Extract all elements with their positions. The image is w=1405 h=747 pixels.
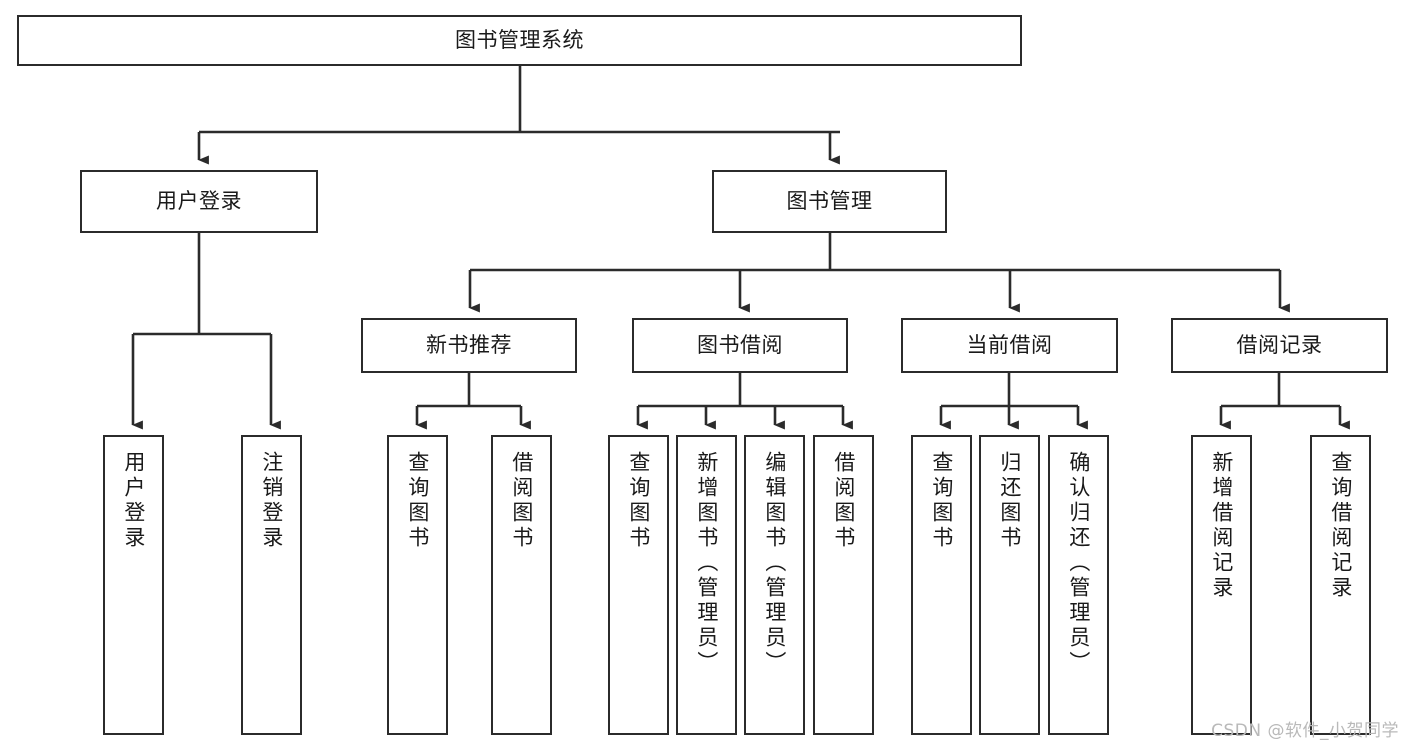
csdn-watermark: CSDN @软件_小贺同学	[1211, 721, 1399, 741]
leaf-label: 注销登录	[259, 451, 284, 551]
node-book-management[interactable]: 图书管理	[712, 170, 947, 233]
leaf-label: 新增借阅记录	[1209, 451, 1234, 601]
leaf-label: 查询图书	[626, 451, 651, 551]
node-current-borrow[interactable]: 当前借阅	[901, 318, 1118, 373]
leaf-label: 用户登录	[121, 451, 146, 551]
leaf-book-borrow-borrow[interactable]: 借阅图书	[813, 435, 874, 735]
leaf-label: 确认归还（管理员）	[1066, 451, 1091, 676]
leaf-book-borrow-edit[interactable]: 编辑图书（管理员）	[744, 435, 805, 735]
node-root-label: 图书管理系统	[455, 27, 584, 52]
leaf-new-book-query[interactable]: 查询图书	[387, 435, 448, 735]
leaf-book-borrow-query[interactable]: 查询图书	[608, 435, 669, 735]
leaf-borrow-record-query[interactable]: 查询借阅记录	[1310, 435, 1371, 735]
leaf-label: 查询图书	[405, 451, 430, 551]
node-borrow-record-label: 借阅记录	[1236, 332, 1323, 357]
node-root[interactable]: 图书管理系统	[17, 15, 1022, 66]
leaf-user-login-logout[interactable]: 注销登录	[241, 435, 302, 735]
leaf-label: 查询借阅记录	[1328, 451, 1353, 601]
leaf-new-book-borrow[interactable]: 借阅图书	[491, 435, 552, 735]
node-current-borrow-label: 当前借阅	[966, 332, 1053, 357]
leaf-borrow-record-add[interactable]: 新增借阅记录	[1191, 435, 1252, 735]
leaf-label: 归还图书	[997, 451, 1022, 551]
leaf-label: 编辑图书（管理员）	[762, 451, 787, 676]
leaf-current-borrow-confirm-return[interactable]: 确认归还（管理员）	[1048, 435, 1109, 735]
node-new-book-recommend-label: 新书推荐	[426, 332, 512, 357]
leaf-label: 查询图书	[929, 451, 954, 551]
node-book-management-label: 图书管理	[786, 188, 873, 213]
node-user-login-label: 用户登录	[156, 188, 242, 213]
leaf-label: 借阅图书	[831, 451, 856, 551]
leaf-label: 新增图书（管理员）	[694, 451, 719, 676]
node-book-borrow-label: 图书借阅	[697, 332, 783, 357]
node-book-borrow[interactable]: 图书借阅	[632, 318, 848, 373]
leaf-book-borrow-add[interactable]: 新增图书（管理员）	[676, 435, 737, 735]
leaf-user-login-login[interactable]: 用户登录	[103, 435, 164, 735]
node-borrow-record[interactable]: 借阅记录	[1171, 318, 1388, 373]
leaf-label: 借阅图书	[509, 451, 534, 551]
node-user-login[interactable]: 用户登录	[80, 170, 318, 233]
node-new-book-recommend[interactable]: 新书推荐	[361, 318, 577, 373]
leaf-current-borrow-query[interactable]: 查询图书	[911, 435, 972, 735]
leaf-current-borrow-return[interactable]: 归还图书	[979, 435, 1040, 735]
